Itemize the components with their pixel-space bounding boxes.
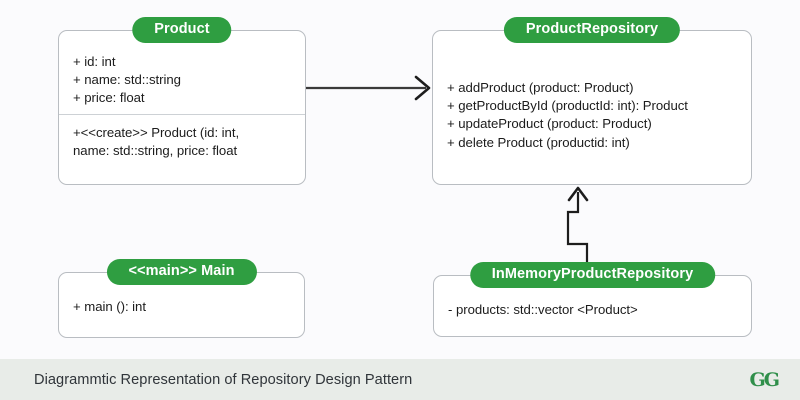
class-member: + addProduct (product: Product) — [447, 80, 634, 95]
attributes-compartment-product: + id: int + name: std::string + price: f… — [59, 31, 305, 114]
class-member: + main (): int — [73, 299, 146, 314]
operations-compartment-product: +<<create>> Product (id: int, name: std:… — [59, 115, 305, 166]
class-member: + id: int — [73, 54, 116, 69]
uml-class-product-repository[interactable]: ProductRepository + addProduct (product:… — [432, 17, 752, 185]
uml-class-main[interactable]: <<main>> Main + main (): int — [58, 259, 305, 338]
class-member: + updateProduct (product: Product) — [447, 116, 652, 132]
class-member: + price: float — [73, 90, 145, 106]
footer-caption: Diagrammtic Representation of Repository… — [34, 371, 413, 388]
class-member: + getProductById (productId: int): Produ… — [447, 98, 688, 114]
class-member: + delete Product (productid: int) — [447, 134, 630, 150]
class-header-product: Product — [132, 17, 232, 44]
arrowhead-open-up — [567, 186, 589, 202]
attributes-compartment-inmemory-product-repository: - products: std::vector <Product> — [434, 276, 751, 325]
footer-bar: Diagrammtic Representation of Repository… — [0, 359, 800, 400]
connector-product-to-repository — [306, 75, 431, 101]
class-header-inmemory-product-repository: InMemoryProductRepository — [469, 262, 716, 289]
uml-class-inmemory-product-repository[interactable]: InMemoryProductRepository - products: st… — [433, 262, 752, 337]
operations-compartment-product-repository: + addProduct (product: Product) + getPro… — [433, 31, 751, 158]
geeksforgeeks-logo-icon: GG — [749, 368, 780, 391]
class-member: - products: std::vector <Product> — [448, 302, 638, 317]
operations-compartment-main: + main (): int — [59, 273, 304, 322]
class-member: + name: std::string — [73, 72, 181, 88]
arrowhead-open-right — [414, 75, 431, 101]
class-header-main: <<main>> Main — [106, 259, 257, 286]
compartment-divider — [59, 113, 305, 115]
class-member: +<<create>> Product (id: int, name: std:… — [73, 124, 240, 158]
class-header-product-repository: ProductRepository — [503, 17, 681, 44]
uml-class-product[interactable]: Product + id: int + name: std::string + … — [58, 17, 306, 185]
